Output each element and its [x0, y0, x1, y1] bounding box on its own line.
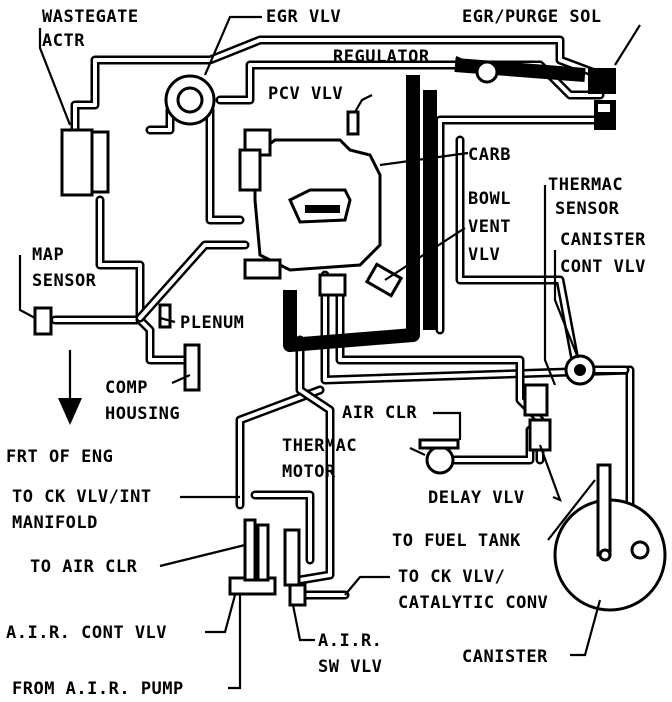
regulator: [475, 60, 499, 84]
label-wastegate-actr-2: ACTR: [42, 31, 85, 51]
label-air-sw-vlv: A.I.R.: [318, 631, 382, 651]
egr-valve: [164, 74, 216, 126]
label-air-sw-vlv-2: SW VLV: [318, 657, 382, 677]
label-bowl-vent-vlv-2: VENT: [468, 217, 511, 237]
delay-valve: [523, 383, 552, 452]
wastegate-actuator: [60, 128, 110, 197]
label-air-clr: AIR CLR: [342, 403, 417, 423]
label-plenum: PLENUM: [180, 313, 244, 333]
air-control-valve: [228, 518, 277, 596]
label-to-ck-vlv-cat: TO CK VLV/: [398, 567, 505, 587]
canister-control-valve: [564, 354, 596, 386]
label-thermac-sensor: THERMAC: [548, 175, 623, 195]
label-regulator: REGULATOR: [333, 47, 430, 67]
label-to-fuel-tank: TO FUEL TANK: [392, 531, 521, 551]
comp-housing-fitting: [183, 343, 201, 392]
label-canister-cont-vlv: CANISTER: [560, 230, 646, 250]
label-air-cont-vlv: A.I.R. CONT VLV: [6, 623, 167, 643]
pcv-valve: [346, 110, 360, 136]
label-to-ck-vlv-int: TO CK VLV/INT: [12, 487, 152, 507]
label-thermac-sensor-2: SENSOR: [555, 199, 620, 219]
plenum-fitting: [158, 303, 172, 329]
air-switching-valve: [283, 528, 307, 607]
label-to-ck-vlv-cat-2: CATALYTIC CONV: [398, 593, 548, 613]
label-bowl-vent-vlv: BOWL: [468, 189, 511, 209]
label-carb: CARB: [468, 145, 511, 165]
thermac-motor: [418, 438, 460, 475]
label-to-air-clr: TO AIR CLR: [30, 557, 138, 577]
labels: WASTEGATE ACTR EGR VLV EGR/PURGE SOL REG…: [6, 7, 646, 699]
vacuum-hoses: [50, 35, 635, 600]
label-comp-housing-2: HOUSING: [105, 404, 180, 424]
label-bowl-vent-vlv-3: VLV: [468, 245, 500, 265]
label-from-air-pump: FROM A.I.R. PUMP: [12, 679, 184, 699]
label-thermac-motor-2: MOTOR: [282, 462, 336, 482]
label-map-sensor-2: SENSOR: [32, 271, 97, 291]
label-comp-housing: COMP: [105, 378, 148, 398]
label-thermac-motor: THERMAC: [282, 436, 357, 456]
canister: [553, 463, 667, 612]
label-wastegate-actr: WASTEGATE: [42, 7, 139, 27]
label-egr-vlv: EGR VLV: [266, 7, 341, 27]
label-pcv-vlv: PCV VLV: [268, 84, 343, 104]
carburetor: [238, 128, 382, 297]
leader-lines: [18, 15, 641, 690]
map-sensor: [33, 306, 53, 336]
bowl-vent-valve: [364, 262, 404, 298]
label-to-ck-vlv-int-2: MANIFOLD: [12, 513, 98, 533]
egr-purge-solenoid: [588, 68, 616, 130]
label-egr-purge-sol: EGR/PURGE SOL: [462, 7, 602, 27]
label-frt-of-eng: FRT OF ENG: [6, 447, 113, 467]
label-map-sensor: MAP: [32, 245, 64, 265]
label-canister: CANISTER: [462, 647, 548, 667]
label-delay-vlv: DELAY VLV: [428, 488, 525, 508]
label-canister-cont-vlv-2: CONT VLV: [560, 257, 646, 277]
front-of-engine-arrow: [58, 350, 82, 425]
